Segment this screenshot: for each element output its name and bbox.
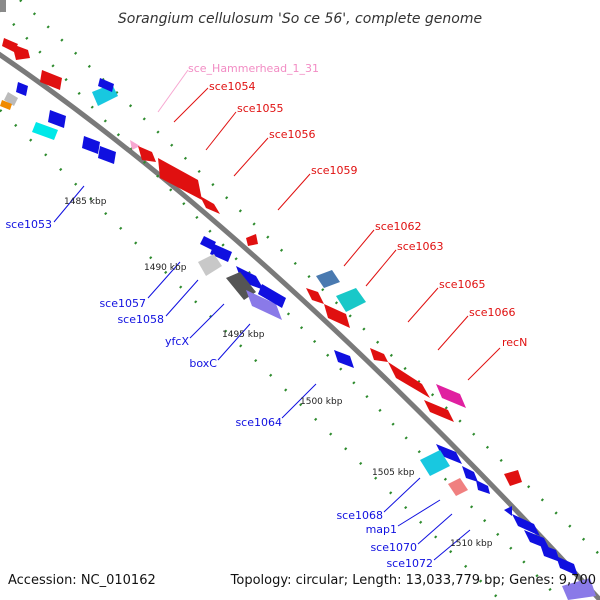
feature-blue-5[interactable]	[98, 146, 116, 164]
feature-sce1056[interactable]	[200, 196, 220, 214]
feature-blue-12[interactable]	[524, 530, 550, 550]
feature-partial-gray	[0, 0, 6, 12]
leader-hammerhead	[157, 69, 189, 113]
feature-blue-13[interactable]	[540, 544, 560, 562]
feature-blue-8[interactable]	[258, 284, 286, 308]
feature-blue-2[interactable]	[98, 78, 114, 92]
feature-blue-4[interactable]	[82, 136, 100, 154]
ruler-label-1505: 1505 kbp	[372, 468, 415, 478]
label-sce1064[interactable]: sce1064	[235, 416, 282, 429]
leader-sce1057	[147, 261, 181, 299]
label-recN[interactable]: recN	[502, 336, 527, 349]
feature-sce1070[interactable]	[476, 480, 490, 494]
leader-recN	[467, 347, 501, 381]
feature-sce1054[interactable]	[138, 146, 156, 162]
leader-boxC	[217, 323, 251, 361]
leader-sce1056	[233, 137, 269, 177]
label-sce1066[interactable]: sce1066	[469, 306, 516, 319]
label-sce1072[interactable]: sce1072	[386, 557, 433, 570]
label-sce1065[interactable]: sce1065	[439, 278, 486, 291]
feature-red-7[interactable]	[504, 470, 522, 486]
feature-map1[interactable]	[448, 478, 468, 496]
leader-sce1063	[365, 249, 397, 287]
feature-blue-6[interactable]	[200, 236, 216, 250]
feature-sce1063[interactable]	[336, 288, 366, 312]
feature-sce1057[interactable]	[198, 254, 222, 276]
label-yfcX[interactable]: yfcX	[165, 335, 189, 348]
feature-gray-small	[4, 92, 18, 106]
feature-sce1072[interactable]	[504, 506, 512, 516]
leader-sce1053	[53, 185, 85, 223]
feature-cyan-2[interactable]	[32, 122, 58, 140]
leader-sce1058	[165, 279, 199, 317]
feature-blue-11[interactable]	[512, 514, 540, 536]
leader-sce1054	[173, 87, 209, 123]
feature-red-3[interactable]	[40, 70, 62, 90]
feature-sce1059[interactable]	[246, 234, 258, 246]
label-hammerhead[interactable]: sce_Hammerhead_1_31	[188, 62, 319, 75]
feature-red-2[interactable]	[12, 44, 30, 60]
feature-red-5[interactable]	[324, 304, 350, 328]
feature-recN[interactable]	[436, 384, 466, 408]
label-sce1068[interactable]: sce1068	[336, 509, 383, 522]
genome-backbone	[0, 51, 600, 600]
feature-blue-10[interactable]	[462, 466, 478, 482]
feature-blue-14[interactable]	[556, 556, 578, 576]
feature-blue-7[interactable]	[210, 244, 232, 262]
label-sce1057[interactable]: sce1057	[99, 297, 146, 310]
label-sce1059[interactable]: sce1059	[311, 164, 358, 177]
label-sce1058[interactable]: sce1058	[117, 313, 164, 326]
ruler-label-1510: 1510 kbp	[450, 539, 493, 549]
feature-hammerhead[interactable]	[130, 140, 140, 150]
label-sce1053[interactable]: sce1053	[5, 218, 52, 231]
feature-sce1066[interactable]	[388, 362, 430, 398]
feature-red-6[interactable]	[424, 400, 454, 422]
ruler-label-1495: 1495 kbp	[222, 330, 265, 340]
feature-partial-lavender	[562, 578, 596, 600]
feature-orange	[0, 100, 12, 110]
leader-sce1066	[437, 315, 469, 351]
leader-yfcX	[189, 303, 225, 339]
label-sce1055[interactable]: sce1055	[237, 102, 284, 115]
leader-sce1064	[281, 383, 317, 419]
topology-text: Topology: circular; Length: 13,033,779 b…	[230, 573, 596, 588]
feature-sce1068[interactable]	[420, 450, 450, 476]
label-boxC[interactable]: boxC	[189, 357, 217, 370]
feature-blue-3[interactable]	[48, 110, 66, 128]
leader-sce1072	[433, 529, 471, 561]
accession-text: Accession: NC_010162	[8, 573, 156, 588]
label-map1[interactable]: map1	[366, 523, 397, 536]
leader-map1	[397, 499, 441, 527]
ruler-track-inner	[0, 109, 501, 600]
leader-sce1055	[205, 111, 237, 151]
leader-sce1068	[383, 477, 421, 513]
feature-sce1058[interactable]	[236, 266, 264, 290]
leader-sce1070	[417, 513, 453, 545]
ruler-label-1485: 1485 kbp	[64, 197, 107, 207]
feature-boxC[interactable]	[246, 290, 282, 320]
feature-red-4[interactable]	[306, 288, 324, 304]
label-sce1056[interactable]: sce1056	[269, 128, 316, 141]
feature-sce1055[interactable]	[158, 158, 202, 200]
ruler-label-1490: 1490 kbp	[144, 263, 187, 273]
feature-sce1064[interactable]	[334, 350, 354, 368]
label-sce1070[interactable]: sce1070	[370, 541, 417, 554]
label-sce1063[interactable]: sce1063	[397, 240, 444, 253]
label-sce1054[interactable]: sce1054	[209, 80, 256, 93]
label-sce1062[interactable]: sce1062	[375, 220, 422, 233]
feature-sce1065[interactable]	[370, 348, 388, 362]
feature-blue-1[interactable]	[16, 82, 28, 96]
ruler-label-1500: 1500 kbp	[300, 397, 343, 407]
leader-sce1062	[343, 229, 375, 267]
feature-blue-9[interactable]	[436, 444, 462, 464]
leader-sce1065	[407, 287, 439, 323]
ruler-track-outer-2	[19, 0, 600, 556]
map-title: Sorangium cellulosum 'So ce 56', complet…	[118, 11, 482, 27]
leader-sce1059	[277, 173, 311, 211]
feature-sce1062[interactable]	[316, 270, 340, 288]
